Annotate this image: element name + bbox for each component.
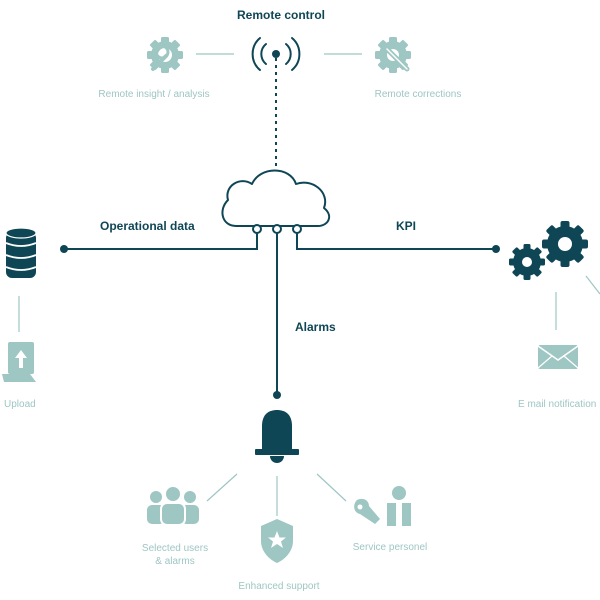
alarms-line: [273, 233, 281, 399]
enhanced-support-label: Enhanced support: [238, 581, 320, 592]
shield-star-icon: [261, 519, 293, 563]
remote-corrections-label: Remote corrections: [374, 89, 462, 100]
service-personel-label: Service personel: [352, 542, 428, 553]
email-notification-label: E mail notification: [518, 399, 597, 410]
remote-control-title: Remote control: [236, 8, 326, 22]
magnifier-gear-icon: [147, 37, 183, 73]
service-person-icon: [354, 486, 411, 526]
remote-insight-label: Remote insight / analysis: [98, 89, 210, 100]
gears-icon: [509, 221, 588, 280]
users-icon: [147, 485, 199, 526]
upload-label: Upload: [4, 399, 36, 410]
selected-users-line1: Selected users: [141, 543, 209, 554]
alarms-label: Alarms: [295, 320, 336, 334]
connector-users: [206, 473, 238, 502]
bell-icon: [255, 410, 299, 463]
kpi-line: [296, 233, 500, 253]
upload-document-icon: [2, 342, 36, 382]
wrench-gear-icon: [375, 37, 411, 73]
connector-service: [316, 473, 347, 502]
selected-users-line2: & alarms: [155, 556, 195, 567]
cloud-icon: [221, 169, 331, 234]
database-icon: [5, 227, 37, 278]
operational-data-line: [60, 233, 258, 253]
selected-users-label: Selected users & alarms: [142, 542, 208, 568]
kpi-label: KPI: [396, 219, 417, 233]
connector-offscreen: [585, 275, 600, 295]
operational-data-label: Operational data: [100, 219, 195, 233]
envelope-icon: [537, 345, 579, 369]
antenna-icon: [251, 37, 301, 71]
